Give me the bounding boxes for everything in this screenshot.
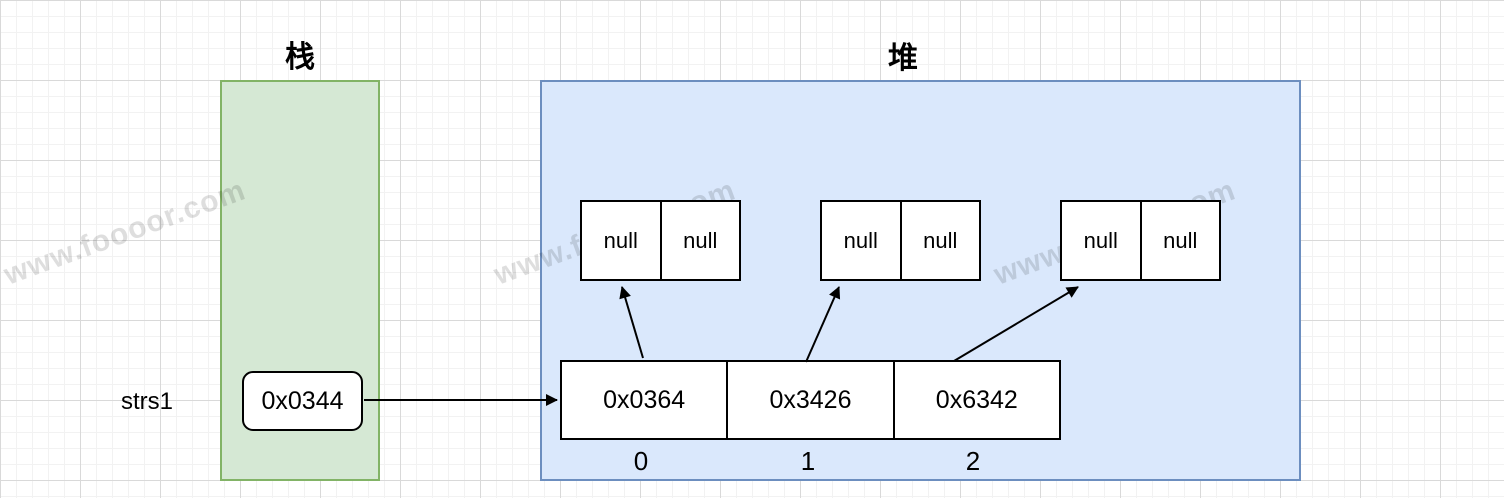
- heap-node-1: null null: [820, 200, 981, 281]
- node-2-left: null: [1062, 202, 1142, 279]
- heap-array: 0x0364 0x3426 0x6342: [560, 360, 1061, 440]
- stack-pointer-value: 0x0344: [261, 386, 344, 415]
- array-index-2: 2: [965, 446, 981, 476]
- array-index-0: 0: [633, 446, 649, 476]
- heap-node-0: null null: [580, 200, 741, 281]
- node-1-left: null: [822, 202, 902, 279]
- node-0-left: null: [582, 202, 662, 279]
- stack-title: 栈: [285, 41, 315, 74]
- heap-node-2: null null: [1060, 200, 1221, 281]
- array-cell-2: 0x6342: [935, 385, 1018, 414]
- node-2-right: null: [1163, 227, 1198, 253]
- node-1-right: null: [923, 227, 958, 253]
- watermark-text: www.foooor.com: [0, 173, 251, 292]
- stack-pointer-box: 0x0344: [242, 371, 363, 431]
- variable-label: strs1: [120, 388, 174, 415]
- array-cell-0: 0x0364: [562, 362, 729, 438]
- heap-title: 堆: [888, 42, 918, 75]
- array-index-1: 1: [800, 446, 816, 476]
- array-cell-1: 0x3426: [728, 362, 895, 438]
- node-0-right: null: [683, 227, 718, 253]
